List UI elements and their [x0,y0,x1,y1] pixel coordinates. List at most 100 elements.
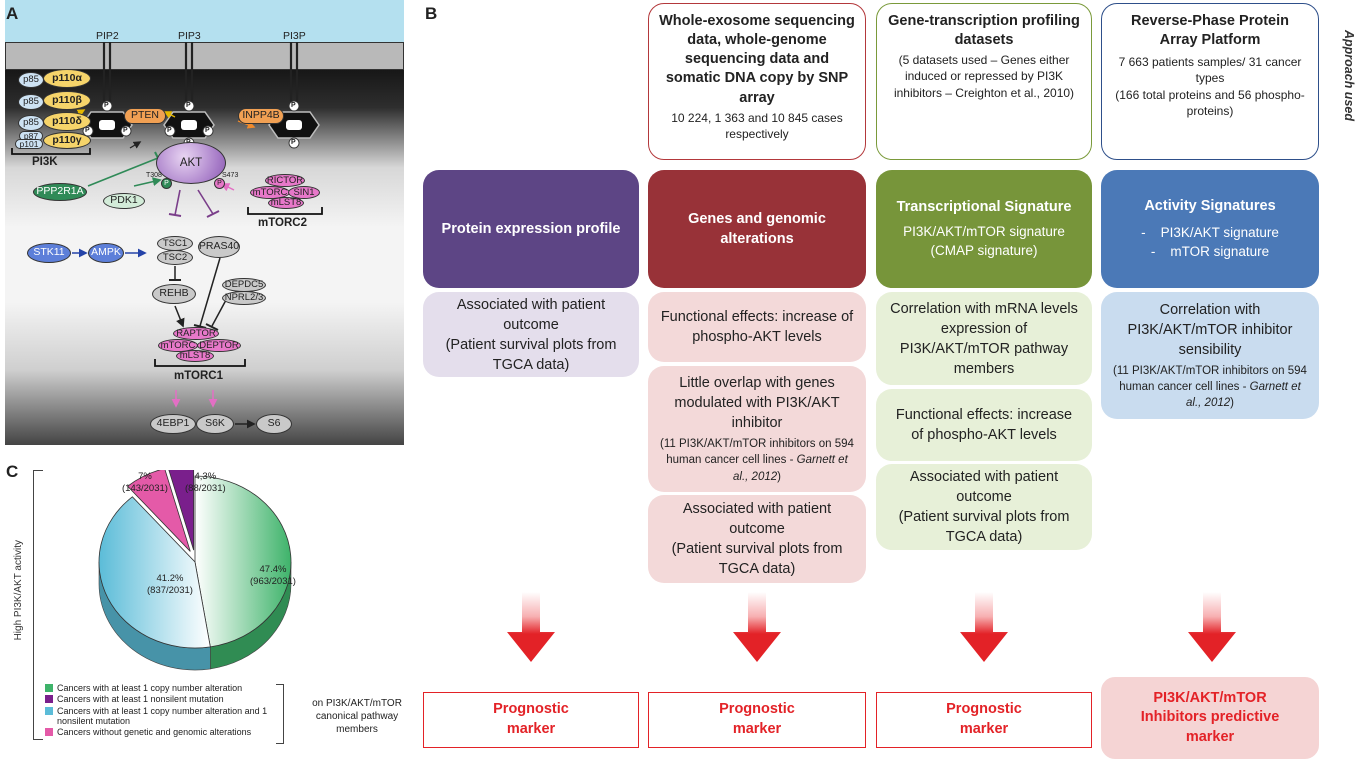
s6-node: S6 [256,414,292,434]
t308-phosphate: P [161,178,172,189]
s473-label: S473 [222,172,239,179]
pie-label-pct: 41.2% [156,573,184,584]
down-arrow-icon [733,592,781,662]
pten-node: PTEN [124,108,166,124]
header-protein-expression: Protein expression profile [423,170,639,288]
raptor-node: RAPTOR [173,327,219,340]
col1-item-outcome: Associated with patient outcome (Patient… [423,292,639,377]
pip2-label: PIP2 [96,30,119,42]
p110-gamma-node: p110γ [43,132,91,149]
header-genomic-alterations: Genes and genomic alterations [648,170,866,288]
prognostic-marker-box: Prognostic marker [648,692,866,748]
pie-label-copy-number: 47.4% (963/2031) [250,564,296,589]
item-text: Correlation with PI3K/AKT/mTOR inhibitor… [1127,301,1293,358]
pras40-node: PRAS40 [198,236,240,258]
pie-slice-none [127,470,191,552]
pie-slice-both [98,496,211,649]
header-title: Genes and genomic alterations [688,210,826,247]
item-reference: Garnett et al., 2012 [733,454,848,483]
down-arrow-icon [507,592,555,662]
item-text: Associated with patient outcome [456,296,606,333]
header-transcriptional-signature: Transcriptional Signature PI3K/AKT/mTOR … [876,170,1092,288]
panel-c-label: C [6,462,19,481]
source-title: Whole-exosome sequencing data, whole-gen… [659,13,855,106]
legend-item: Cancers without genetic and genomic alte… [45,727,280,737]
header-subtitle: - mTOR signature [1150,244,1270,260]
p85-beta-node: p85 [18,94,44,110]
pie-label-nonsilent: 4,3% (88/2031) [185,471,226,496]
p85-delta-node: p85 [18,115,44,131]
pie-label-count: (963/2031) [250,576,296,588]
col2-item-overlap: Little overlap with genes modulated with… [648,366,866,492]
legend-text: Cancers with at least 1 copy number alte… [57,683,243,693]
panel-c-y-label: High PI3K/AKT activity [13,540,24,641]
pie-label-pct: 4,3% [194,471,217,482]
p101-node: p101 [15,139,43,149]
pie-label-both: 41.2% (837/2031) [147,573,193,598]
p110-beta-node: p110β [43,91,91,110]
col3-item-functional: Functional effects: increase of phospho-… [876,389,1092,461]
header-activity-signatures: Activity Signatures - PI3K/AKT signature… [1101,170,1319,288]
item-close: ) [1230,397,1234,410]
mlst8-c1-node: mLST8 [176,350,214,362]
header-title: Activity Signatures [1144,198,1276,215]
t308-label: T308 [146,172,162,179]
cell-membrane [5,42,404,70]
prognostic-marker-box: Prognostic marker [423,692,639,748]
legend-item: Cancers with at least 1 copy number alte… [45,706,280,727]
pdk1-node: PDK1 [103,193,145,209]
source-detail: 10 224, 1 363 and 10 845 cases respectiv… [671,110,843,141]
rehb-node: REHB [152,284,196,304]
phosphate: P [123,127,128,134]
marker-text: Prognostic marker [493,701,569,737]
item-text: Associated with patient outcome [909,469,1059,505]
pie-label-pct: 47.4% [259,564,287,575]
header-title: Transcriptional Signature [896,199,1072,216]
item-text: Associated with patient outcome [682,501,832,537]
phosphate: P [85,127,90,134]
tsc1-node: TSC1 [157,236,193,251]
sin1-node: SIN1 [288,186,320,199]
pi3k-label: PI3K [32,156,58,168]
phosphate: P [291,139,296,146]
s6k-node: S6K [196,414,234,434]
col2-item-functional: Functional effects: increase of phospho-… [648,292,866,362]
mtorc1-label: mTORC1 [174,370,223,382]
source-detail: (5 datasets used – Genes either induced … [893,53,1075,100]
phosphate: P [167,127,172,134]
pie-label-count: (837/2031) [147,585,193,597]
item-reference: Garnett et al., 2012 [1186,380,1301,410]
marker-text: PI3K/AKT/mTOR Inhibitors predictive mark… [1140,689,1280,745]
phosphate: P [186,102,191,109]
down-arrow-icon [1188,592,1236,662]
phosphate: P [291,102,296,109]
legend-item: Cancers with at least 1 nonsilent mutati… [45,694,280,704]
col4-item-sensibility: Correlation with PI3K/AKT/mTOR inhibitor… [1101,292,1319,419]
legend-swatch [45,695,53,704]
approach-used-label: Approach used [1342,30,1356,121]
inpp4b-node: INPP4B [238,108,284,124]
item-small-text: (11 PI3K/AKT/mTOR inhibitors on 594 huma… [1113,363,1307,411]
p85-alpha-node: p85 [18,72,44,88]
source-box-sequencing: Whole-exosome sequencing data, whole-gen… [648,3,866,160]
col2-item-outcome: Associated with patient outcome (Patient… [648,495,866,583]
pie-slice-nonsilent [168,470,195,551]
ppp2r1a-node: PPP2R1A [33,183,87,201]
source-box-rppa: Reverse-Phase Protein Array Platform 7 6… [1101,3,1319,160]
pie-label-count: (143/2031) [122,483,168,495]
pi3p-label: PI3P [283,30,306,42]
col3-item-outcome: Associated with patient outcome (Patient… [876,464,1092,550]
ampk-node: AMPK [88,243,124,263]
legend-text: Cancers without genetic and genomic alte… [57,727,252,738]
panel-a-arrows [11,42,323,429]
phosphate: P [205,127,210,134]
extracellular-space [5,0,404,46]
depdc5-node: DEPDC5 [222,278,266,292]
stk11-node: STK11 [27,243,71,263]
item-text: Correlation with mRNA levels expression … [890,300,1078,377]
legend-swatch [45,684,53,692]
pie-chart [98,470,292,671]
source-detail: 7 663 patients samples/ 31 cancer types [1118,55,1302,86]
panel-c-bracket [33,470,43,740]
4ebp1-node: 4EBP1 [150,414,196,434]
